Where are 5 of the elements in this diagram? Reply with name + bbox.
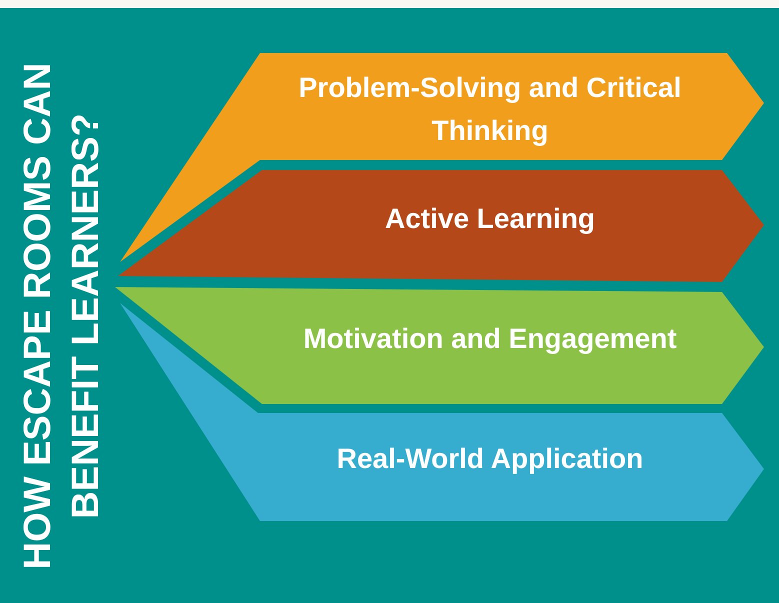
title: HOW ESCAPE ROOMS CAN BENEFIT LEARNERS? [16,62,108,572]
banner-label: Motivation and Engagement [302,322,678,356]
banner-label: Problem-Solving and Critical Thinking [298,71,682,148]
banner-label: Real-World Application [336,442,644,476]
banner-label: Active Learning [384,202,596,236]
